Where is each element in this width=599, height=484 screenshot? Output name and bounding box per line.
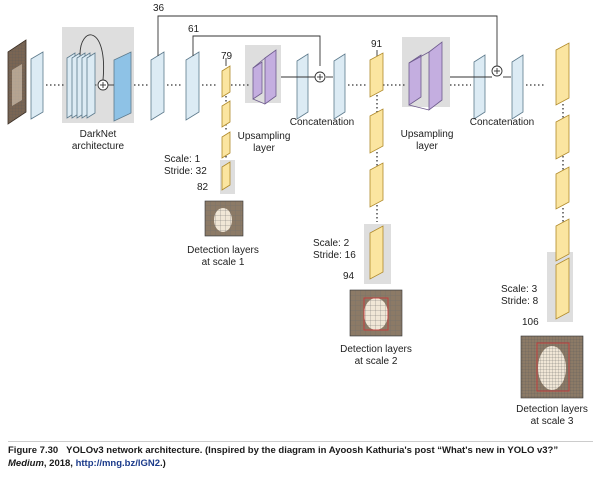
layer-91-label: 91 [371, 39, 383, 50]
caption-end: .) [160, 458, 166, 469]
input-image [7, 39, 27, 125]
caption-year: , 2018, [43, 458, 73, 469]
darknet-layer [86, 52, 96, 119]
conv-layer [30, 51, 44, 120]
conv-layer [473, 54, 486, 120]
yolov3-architecture-diagram: 36 61 79 91 DarkNet architecture Upsampl… [7, 3, 588, 427]
scale-2-stride: Stride: 16 [313, 250, 356, 261]
figure-number: Figure 7.30 [8, 445, 59, 456]
scale-3-detection-label: Detection layers [516, 404, 588, 415]
darknet-label-2: architecture [72, 141, 125, 152]
detection-layers [221, 42, 570, 320]
upsample-2-label: Upsampling [401, 129, 454, 140]
scale-3-stride: Stride: 8 [501, 296, 539, 307]
caption-text: YOLOv3 network architecture. (Inspired b… [66, 445, 559, 456]
upsample-1-label-2: layer [253, 143, 275, 154]
caption-link[interactable]: http://mng.bz/lGN2 [75, 458, 161, 469]
conv-layer [296, 53, 309, 120]
scale-1-detection-label-2: at scale 1 [202, 257, 245, 268]
conv-layer [185, 51, 200, 121]
concat-2-label: Concatenation [470, 117, 535, 128]
upsample-1-layer [252, 61, 263, 100]
skip-36-label: 36 [153, 3, 165, 14]
scale-2-detection-label-2: at scale 2 [355, 356, 398, 367]
scale-3-detection-label-2: at scale 3 [531, 416, 574, 427]
layer-79-label: 79 [221, 51, 233, 62]
scale-3-layer: 106 [522, 317, 539, 328]
connections [46, 15, 564, 226]
figure-caption: Figure 7.30 YOLOv3 network architecture. … [8, 444, 593, 470]
upsample-2-layer [428, 41, 443, 111]
scale-1-stride: Stride: 32 [164, 166, 207, 177]
conv-layer [333, 53, 346, 120]
caption-journal: Medium [8, 458, 44, 469]
scale-1-layer: 82 [197, 182, 209, 193]
labels: 36 61 79 91 DarkNet architecture Upsampl… [72, 3, 588, 427]
conv-layer [150, 51, 165, 121]
scale-2-layer: 94 [343, 271, 355, 282]
skip-61-label: 61 [188, 24, 200, 35]
darknet-layer-residual [113, 51, 132, 122]
upsample-1-label: Upsampling [238, 131, 291, 142]
scale-3-scale: Scale: 3 [501, 284, 538, 295]
darknet-label: DarkNet [80, 129, 117, 140]
detection-image-scale-1 [204, 200, 244, 237]
upsample-1-layer [264, 49, 277, 105]
detection-image-scale-2 [349, 289, 403, 337]
conv-layer [511, 54, 524, 120]
upsample-2-label-2: layer [416, 141, 438, 152]
concat-1-label: Concatenation [290, 117, 355, 128]
upsample-2-layer [408, 54, 422, 106]
scale-1-detection-label: Detection layers [187, 245, 259, 256]
network-layers [30, 37, 524, 122]
scale-1-scale: Scale: 1 [164, 154, 201, 165]
scale-2-detection-label: Detection layers [340, 344, 412, 355]
scale-2-scale: Scale: 2 [313, 238, 350, 249]
detection-image-scale-3 [520, 335, 584, 399]
caption-rule [8, 441, 593, 442]
